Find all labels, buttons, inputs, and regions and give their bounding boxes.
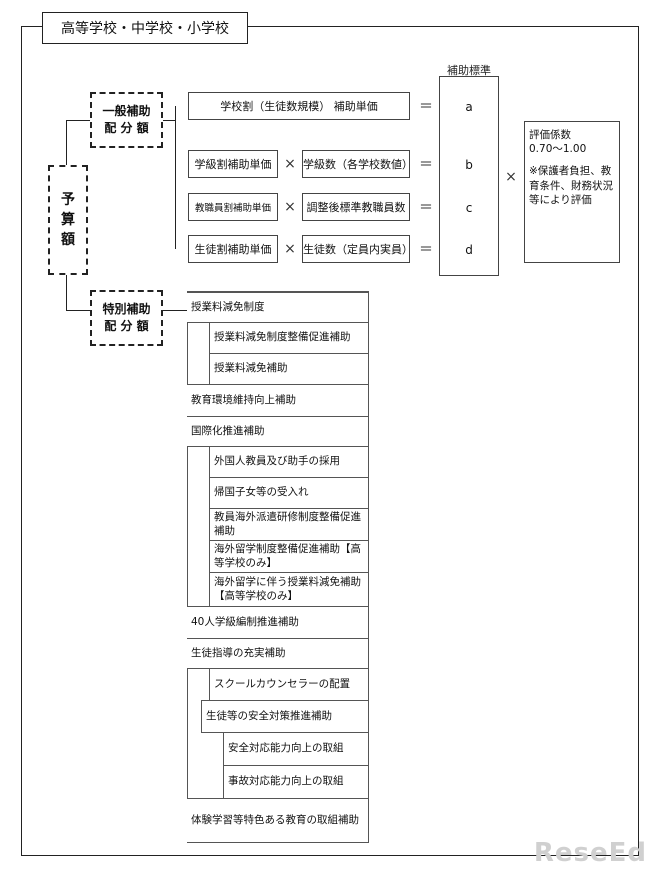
special-item: 授業料減免制度: [187, 292, 369, 323]
row-d-times: ×: [284, 241, 296, 257]
row-c-equals: ＝: [419, 200, 433, 216]
eval-note: ※保護者負担、教育条件、財務状況等により評価: [529, 165, 613, 206]
resemom-logo: ReseEd: [533, 838, 647, 868]
ippan-box: 一般補助 配 分 額: [90, 92, 163, 148]
diagram-title: 高等学校・中学校・小学校: [42, 12, 248, 44]
tokubetsu-box: 特別補助 配 分 額: [90, 290, 163, 346]
special-item: 安全対応能力向上の取組: [223, 732, 369, 766]
special-item: 外国人教員及び助手の採用: [209, 446, 369, 478]
special-subsidy-table: 授業料減免制度授業料減免制度整備促進補助授業料減免補助教育環境維持向上補助国際化…: [187, 291, 369, 843]
connector-top-h: [66, 120, 90, 121]
outer-frame: [21, 26, 639, 856]
special-item: 生徒等の安全対策推進補助: [201, 700, 369, 733]
hojo-hyojun-label: 補助標準: [447, 64, 491, 77]
connector-ippan-right: [163, 120, 175, 121]
eval-times: ×: [505, 169, 517, 185]
row-c-letter: c: [465, 201, 473, 215]
connector-tokubetsu-right: [163, 310, 187, 311]
special-item: 40人学級編制推進補助: [187, 606, 369, 639]
special-item: 教員海外派遣研修制度整備促進補助: [209, 508, 369, 541]
special-item: 授業料減免制度整備促進補助: [209, 322, 369, 354]
special-item: 国際化推進補助: [187, 416, 369, 447]
row-a-letter: a: [465, 100, 473, 114]
row-d-letter: d: [465, 243, 473, 257]
row-c-right: 調整後標準教職員数: [302, 193, 410, 221]
row-b-left: 学級割補助単価: [188, 150, 278, 178]
special-item: 帰国子女等の受入れ: [209, 477, 369, 509]
row-b-letter: b: [465, 158, 473, 172]
special-item: 海外留学に伴う授業料減免補助【高等学校のみ】: [209, 572, 369, 607]
row-b-right: 学級数（各学校数値）: [302, 150, 413, 178]
special-item: 教育環境維持向上補助: [187, 384, 369, 417]
row-b-times: ×: [284, 156, 296, 172]
hojo-hyojun-column: [439, 76, 499, 276]
special-item: 体験学習等特色ある教育の取組補助: [187, 798, 369, 843]
row-a-left: 学校割（生徒数規模） 補助単価: [188, 92, 410, 120]
special-item: 生徒指導の充実補助: [187, 638, 369, 669]
evaluation-box: 評価係数 0.70〜1.00 ※保護者負担、教育条件、財務状況等により評価: [524, 121, 620, 263]
row-c-times: ×: [284, 199, 296, 215]
row-d-right: 生徒数（定員内実員）: [302, 235, 413, 263]
row-c-left: 教職員割補助単価: [188, 193, 278, 221]
special-item: スクールカウンセラーの配置: [209, 668, 369, 701]
connector-ippan-bracket: [175, 106, 176, 249]
special-item: 授業料減免補助: [209, 353, 369, 385]
connector-bottom-h: [66, 310, 90, 311]
row-d-left: 生徒割補助単価: [188, 235, 278, 263]
eval-title: 評価係数: [529, 129, 571, 141]
row-b-equals: ＝: [419, 157, 433, 173]
special-item: 事故対応能力向上の取組: [223, 765, 369, 799]
yosangaku-box: 予 算 額: [48, 165, 88, 275]
row-d-equals: ＝: [419, 242, 433, 258]
eval-range: 0.70〜1.00: [529, 143, 587, 156]
row-a-equals: ＝: [419, 99, 433, 115]
special-item: 海外留学制度整備促進補助【高等学校のみ】: [209, 540, 369, 573]
